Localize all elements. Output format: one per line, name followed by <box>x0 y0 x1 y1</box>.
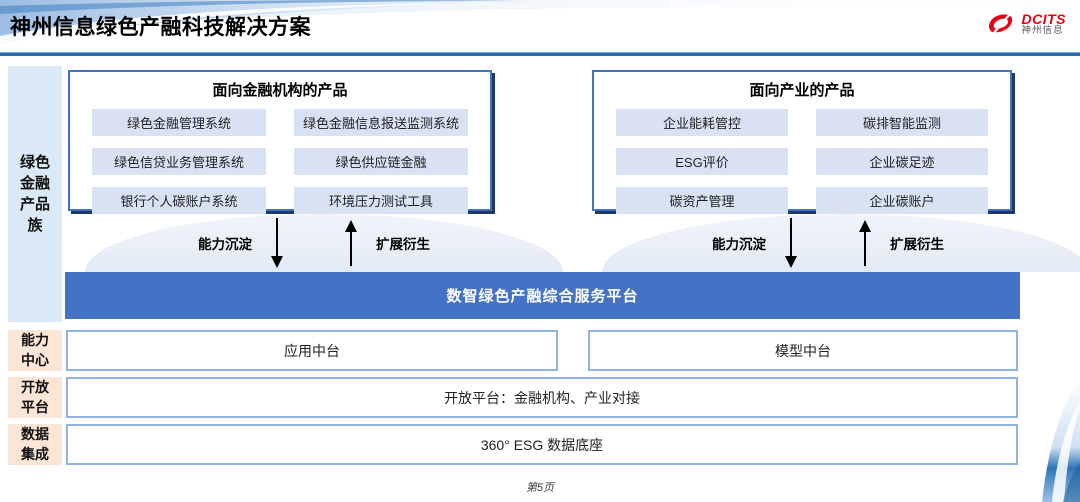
label-data-integration-text: 数据集成 <box>21 425 49 462</box>
down-arrow-label: 能力沉淀 <box>198 237 252 252</box>
product-item: 企业能耗管控 <box>616 109 788 136</box>
box-application-platform: 应用中台 <box>66 330 558 371</box>
product-item: 绿色金融信息报送监测系统 <box>294 109 468 136</box>
product-item: 企业碳账户 <box>816 187 988 214</box>
header-divider <box>0 52 1080 56</box>
product-item: 环境压力测试工具 <box>294 187 468 214</box>
box-open-platform: 开放平台：金融机构、产业对接 <box>66 377 1018 418</box>
label-data-integration: 数据集成 <box>8 424 62 465</box>
product-item: 银行个人碳账户系统 <box>92 187 266 214</box>
product-item: ESG评价 <box>616 148 788 175</box>
panel-industry-title: 面向产业的产品 <box>749 82 855 99</box>
up-arrow-label: 扩展衍生 <box>890 237 944 252</box>
capability-arrows-left: 能力沉淀 扩展衍生 <box>198 214 430 272</box>
label-open-platform: 开放平台 <box>8 377 62 418</box>
product-item: 绿色金融管理系统 <box>92 109 266 136</box>
down-arrow-label: 能力沉淀 <box>712 237 766 252</box>
label-product-family-text: 绿色金融产品族 <box>19 154 50 234</box>
box-model-platform: 模型中台 <box>588 330 1018 371</box>
page-number: 第5页 <box>525 482 555 494</box>
product-item: 企业碳足迹 <box>816 148 988 175</box>
logo-brand-subtitle: 神州信息 <box>1021 25 1064 37</box>
up-arrow-icon <box>345 220 357 266</box>
panel-financial-products: 面向金融机构的产品 绿色金融管理系统 绿色金融信息报送监测系统 绿色信贷业务管理… <box>68 70 492 214</box>
box-data-foundation: 360° ESG 数据底座 <box>66 424 1018 465</box>
panel-industry-grid: 企业能耗管控 碳排智能监测 ESG评价 企业碳足迹 碳资产管理 企业碳账户 <box>594 100 1010 214</box>
panel-financial-title: 面向金融机构的产品 <box>212 82 348 99</box>
label-open-platform-text: 开放平台 <box>21 378 49 415</box>
label-product-family: 绿色金融产品族 <box>8 66 62 322</box>
product-item: 绿色信贷业务管理系统 <box>92 148 266 175</box>
down-arrow-icon <box>271 218 283 268</box>
down-arrow-icon <box>785 218 797 268</box>
product-item: 绿色供应链金融 <box>294 148 468 175</box>
dcits-logo-icon <box>988 12 1012 35</box>
capability-arrows-right: 能力沉淀 扩展衍生 <box>712 214 944 272</box>
product-item: 碳资产管理 <box>616 187 788 214</box>
up-arrow-label: 扩展衍生 <box>376 237 430 252</box>
panel-industry-products: 面向产业的产品 企业能耗管控 碳排智能监测 ESG评价 企业碳足迹 碳资产管理 … <box>592 70 1012 214</box>
up-arrow-icon <box>859 220 871 266</box>
panel-financial-grid: 绿色金融管理系统 绿色金融信息报送监测系统 绿色信贷业务管理系统 绿色供应链金融… <box>70 100 490 214</box>
product-item: 碳排智能监测 <box>816 109 988 136</box>
platform-banner: 数智绿色产融综合服务平台 <box>65 272 1020 319</box>
label-capability-center-text: 能力中心 <box>21 331 49 368</box>
dcits-logo: DCITS 神州信息 <box>984 11 1067 37</box>
label-capability-center: 能力中心 <box>8 330 62 371</box>
page-title: 神州信息绿色产融科技解决方案 <box>10 16 311 39</box>
